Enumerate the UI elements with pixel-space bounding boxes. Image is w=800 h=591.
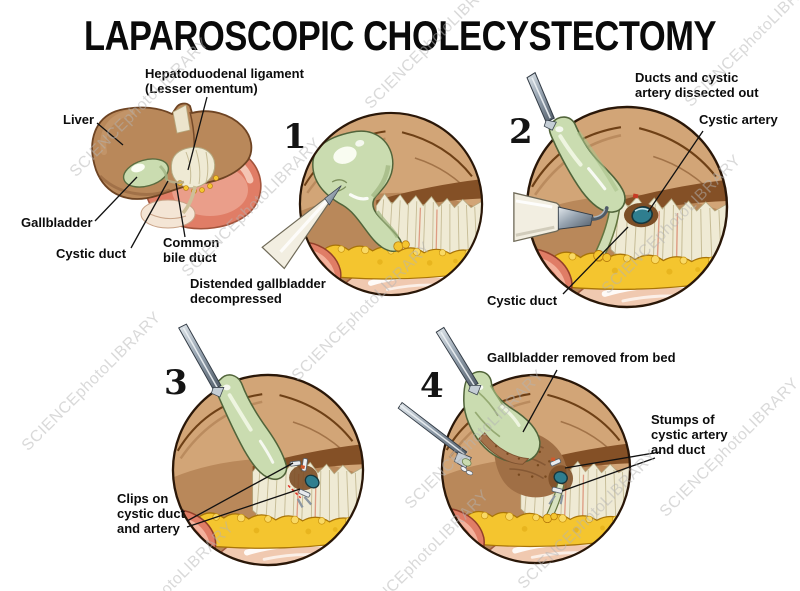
dissector-instrument (513, 192, 609, 243)
leader-liver (96, 122, 124, 146)
gallbladder-retracted (548, 116, 626, 213)
leader-p3-clips-a (186, 462, 294, 522)
leader-common-bile (175, 182, 186, 238)
anatomy-figure (91, 102, 262, 230)
panel-3-number: 3 (164, 363, 188, 403)
panel-3-illustration (171, 323, 365, 567)
panel-2-illustration (513, 71, 729, 309)
leader-p4-stumps-b (561, 457, 656, 492)
leader-gallbladder (94, 176, 138, 222)
gallbladder-distended (312, 130, 403, 253)
grasper-instrument-lower (397, 401, 474, 476)
label-liver: Liver (63, 112, 95, 127)
cystic-artery (631, 206, 653, 225)
label-cystic-artery-p2: Cystic artery (699, 112, 778, 127)
label-common-bile-duct: Common bile duct (163, 235, 220, 265)
label-hepatoduodenal-ligament: Hepatoduodenal ligament (Lesser omentum) (145, 66, 304, 96)
surgical-clips (287, 458, 320, 508)
common-bile-duct (181, 185, 197, 215)
decompression-needle-instrument (261, 185, 342, 270)
panel-1-number: 1 (283, 117, 307, 157)
panel-1-illustration (261, 111, 484, 297)
leader-cystic-duct (130, 180, 169, 249)
stump-clips (545, 457, 574, 519)
label-gallbladder: Gallbladder (21, 215, 93, 230)
gallbladder-removed (463, 370, 541, 465)
leader-lines (94, 96, 704, 528)
label-removed-p4: Gallbladder removed from bed (487, 350, 676, 365)
leader-p2-artery (647, 130, 704, 213)
page-title: LAPAROSCOPIC CHOLECYSTECTOMY (83, 12, 717, 59)
leader-p4-stumps-a (564, 451, 661, 469)
label-cystic-duct-p2: Cystic duct (487, 293, 558, 308)
panel-4-illustration (397, 326, 632, 565)
label-stumps-p4: Stumps of cystic artery and duct (651, 412, 728, 457)
leader-hepatoduodenal (187, 96, 208, 171)
panel-4-number: 4 (420, 366, 444, 406)
hepatoduodenal-ligament (170, 146, 219, 194)
grasper-instrument-upper (435, 326, 482, 396)
label-cystic-duct: Cystic duct (56, 246, 127, 261)
label-clips-p3: Clips on cystic duct and artery (117, 491, 185, 536)
label-ducts-dissected: Ducts and cystic artery dissected out (635, 70, 759, 100)
leader-p4-removed (522, 369, 558, 433)
caption-panel-1: Distended gallbladder decompressed (190, 276, 326, 306)
panel-2-number: 2 (509, 112, 533, 152)
grasper-instrument (178, 323, 225, 398)
leader-p2-duct (562, 226, 629, 295)
grasper-instrument (526, 71, 557, 131)
leader-p3-clips-b (186, 488, 301, 528)
gallbladder-retracted (214, 374, 288, 481)
